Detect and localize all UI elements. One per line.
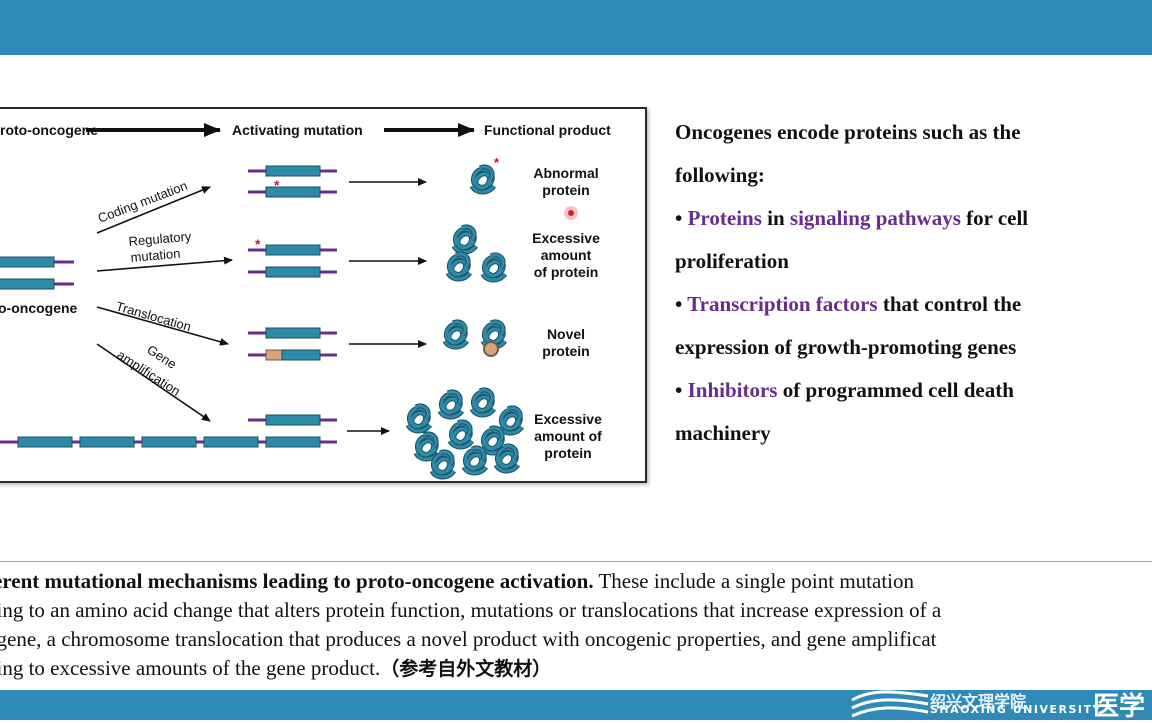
row2-protein-2 bbox=[448, 254, 470, 279]
bullet-text: of programmed cell death bbox=[777, 378, 1014, 402]
term-transcription-factors: Transcription factors bbox=[687, 292, 878, 316]
bottom-banner bbox=[0, 690, 1152, 720]
row3-novel-segment bbox=[483, 341, 499, 357]
row4-gene-1 bbox=[265, 414, 321, 426]
intro-line-1: Oncogenes encode proteins such as the bbox=[675, 120, 1021, 144]
row3-translocated-segment bbox=[265, 349, 283, 361]
term-signaling-pathways: signaling pathways bbox=[789, 206, 961, 230]
row4-amplicon-4 bbox=[203, 436, 259, 448]
row2-protein-1 bbox=[454, 227, 476, 252]
bullet-transcription-cont: expression of growth-promoting genes bbox=[675, 335, 1017, 359]
arrow-translocation bbox=[96, 306, 229, 346]
row1-gene-2 bbox=[265, 186, 321, 198]
row4-amplicon-2 bbox=[79, 436, 135, 448]
arrow-regulatory bbox=[96, 256, 233, 272]
row2-protein-3 bbox=[483, 255, 505, 280]
row4-protein-10 bbox=[496, 446, 518, 471]
row4-protein-1 bbox=[408, 406, 430, 431]
university-name-cn: 绍兴文理学院 bbox=[930, 692, 1027, 711]
row4-amplicon-1 bbox=[17, 436, 73, 448]
caption-reference: （参考自外文教材） bbox=[380, 658, 552, 680]
row1-gene-1 bbox=[265, 165, 321, 177]
bullet-text: in bbox=[761, 206, 790, 230]
oncogene-diagram: roto-oncogene Activating mutation Functi… bbox=[0, 122, 611, 481]
header-activating-mutation: Activating mutation bbox=[232, 122, 363, 138]
caption-line-1: ferent mutational mechanisms leading to … bbox=[0, 567, 1152, 596]
row2-product-label-1: Excessive bbox=[532, 230, 600, 246]
left-proto-oncogene-label: o-oncogene bbox=[0, 300, 78, 316]
row2-product-label-2: amount bbox=[541, 247, 592, 263]
bullet-text: that control the bbox=[877, 292, 1022, 316]
arrow-coding bbox=[96, 186, 211, 234]
university-name: SHAOXING UNIVERSITY bbox=[930, 703, 1102, 716]
row4-protein-6 bbox=[450, 422, 472, 447]
caption-line-2: ding to an amino acid change that alters… bbox=[0, 598, 942, 622]
term-inhibitors: Inhibitors bbox=[687, 378, 778, 402]
row4-protein-8 bbox=[432, 452, 454, 477]
row3-product-label-2: protein bbox=[542, 343, 589, 359]
university-logo-wave-icon bbox=[851, 690, 929, 718]
header-functional-product: Functional product bbox=[484, 122, 611, 138]
row3-gene-1 bbox=[265, 327, 321, 339]
bullet-mark: • bbox=[675, 292, 688, 316]
row3-product-label-1: Novel bbox=[547, 326, 585, 342]
oncogene-figure: roto-oncogene Activating mutation Functi… bbox=[0, 107, 647, 483]
bullet-inhibitors: • Inhibitors of programmed cell death bbox=[675, 369, 1145, 412]
row1-protein bbox=[472, 167, 494, 192]
row4-protein-4 bbox=[500, 408, 522, 433]
bullet-proteins-cont: proliferation bbox=[675, 249, 789, 273]
top-banner bbox=[0, 0, 1152, 55]
caption-text: ding to excessive amounts of the gene pr… bbox=[0, 656, 381, 680]
label-regulatory: Regulatory bbox=[128, 229, 192, 249]
oncogene-description: Oncogenes encode proteins such as the fo… bbox=[675, 111, 1145, 455]
row2-mutation-mark: * bbox=[255, 236, 261, 252]
row1-mutation-mark: * bbox=[274, 177, 280, 193]
arrow-amplification bbox=[96, 343, 211, 422]
caption-line-4: ding to excessive amounts of the gene pr… bbox=[0, 654, 1152, 684]
left-gene-1 bbox=[0, 256, 55, 268]
row3-gene-2 bbox=[281, 349, 321, 361]
caption-title: ferent mutational mechanisms leading to … bbox=[0, 569, 594, 593]
row4-product-label-3: protein bbox=[544, 445, 591, 461]
row4-product-label-1: Excessive bbox=[534, 411, 602, 427]
row1-protein-mark: * bbox=[494, 155, 500, 170]
bullet-mark: • bbox=[675, 206, 688, 230]
row4-product-label-2: amount of bbox=[534, 428, 602, 444]
row4-protein-2 bbox=[440, 392, 462, 417]
caption-divider bbox=[0, 561, 1152, 562]
row4-protein-3 bbox=[472, 390, 494, 415]
bullet-mark: • bbox=[675, 378, 688, 402]
caption-line-3: ogene, a chromosome translocation that p… bbox=[0, 627, 937, 651]
row4-amplicon-3 bbox=[141, 436, 197, 448]
pointer-cursor bbox=[564, 206, 578, 220]
row1-product-label-2: protein bbox=[542, 182, 589, 198]
term-proteins: Proteins bbox=[687, 206, 762, 230]
bullet-inhibitors-cont: machinery bbox=[675, 421, 771, 445]
label-regulatory-mutation: mutation bbox=[130, 246, 181, 265]
header-proto-oncogene: roto-oncogene bbox=[0, 122, 98, 138]
school-name-cn: 医学 bbox=[1093, 692, 1146, 722]
bullet-transcription: • Transcription factors that control the bbox=[675, 283, 1145, 326]
label-translocation: Translocation bbox=[114, 298, 193, 334]
row1-product-label-1: Abnormal bbox=[533, 165, 598, 181]
caption-text: These include a single point mutation bbox=[593, 569, 914, 593]
row4-amplicon-5 bbox=[265, 436, 321, 448]
row2-product-label-3: of protein bbox=[534, 264, 599, 280]
bullet-text: for cell bbox=[960, 206, 1029, 230]
figure-caption: ferent mutational mechanisms leading to … bbox=[0, 567, 1152, 684]
row2-gene-1 bbox=[265, 244, 321, 256]
row4-protein-9 bbox=[464, 448, 486, 473]
row3-protein-1 bbox=[445, 322, 467, 347]
intro-line-2: following: bbox=[675, 163, 765, 187]
row2-gene-2 bbox=[265, 266, 321, 278]
left-gene-2 bbox=[0, 278, 55, 290]
bullet-proteins: • Proteins in signaling pathways for cel… bbox=[675, 197, 1145, 240]
